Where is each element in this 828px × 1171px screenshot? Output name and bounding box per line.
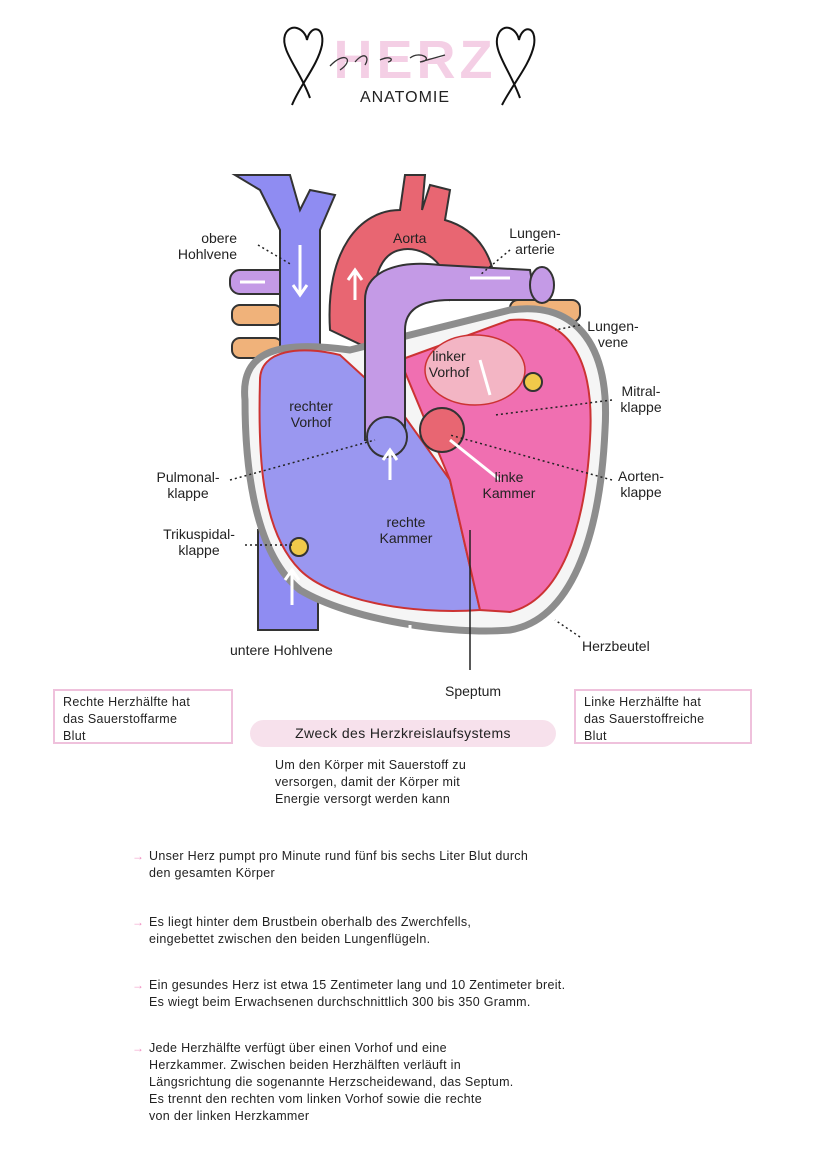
bullet-item: → Es liegt hinter dem Brustbein oberhalb… — [132, 915, 472, 946]
label-septum: Speptum — [445, 683, 502, 699]
arrow-right-icon: → — [132, 849, 145, 863]
heart-doodle-left-icon — [283, 26, 324, 106]
label-mitralklappe: Mitral-klappe — [620, 383, 662, 415]
mitral-valve — [523, 372, 543, 392]
subtitle: ANATOMIE — [359, 89, 451, 106]
tricuspid-valve — [289, 537, 309, 557]
purpose-title: Zweck des Herzkreislaufsystems — [250, 720, 556, 747]
superior-vena-cava — [231, 174, 337, 381]
header-logo: HERZ — [283, 26, 536, 106]
pulmonary-trunk — [364, 262, 537, 441]
heart-diagram — [229, 174, 613, 670]
label-lungenarterie: Lungen-arterie — [509, 225, 561, 257]
bullet-item: → Ein gesundes Herz ist etwa 15 Zentimet… — [132, 978, 566, 1009]
label-lungenvene: Lungen-vene — [587, 318, 639, 350]
leader-lines — [229, 244, 613, 638]
flow-arrows — [240, 245, 510, 640]
label-untere-hohlvene: untere Hohlvene — [230, 642, 333, 658]
pulmonary-valve — [366, 416, 408, 458]
label-pulmonalklappe: Pulmonal-klappe — [156, 469, 220, 501]
label-herzbeutel: Herzbeutel — [582, 638, 650, 654]
bullet-item: → Unser Herz pumpt pro Minute rund fünf … — [132, 849, 529, 880]
label-trikuspidalklappe: Trikuspidal-klappe — [163, 526, 235, 558]
arrow-right-icon: → — [132, 1041, 145, 1055]
arrow-right-icon: → — [132, 915, 145, 929]
right-heart — [258, 349, 482, 612]
svg-text:HERZ: HERZ — [334, 30, 497, 90]
label-aorta: Aorta — [393, 230, 427, 246]
arrow-right-icon: → — [132, 978, 145, 992]
heart-doodle-right-icon — [495, 26, 536, 106]
label-aortenklappe: Aorten-klappe — [618, 468, 664, 500]
left-atrium — [424, 334, 526, 406]
bullet-item: → Jede Herzhälfte verfügt über einen Vor… — [132, 1041, 514, 1123]
